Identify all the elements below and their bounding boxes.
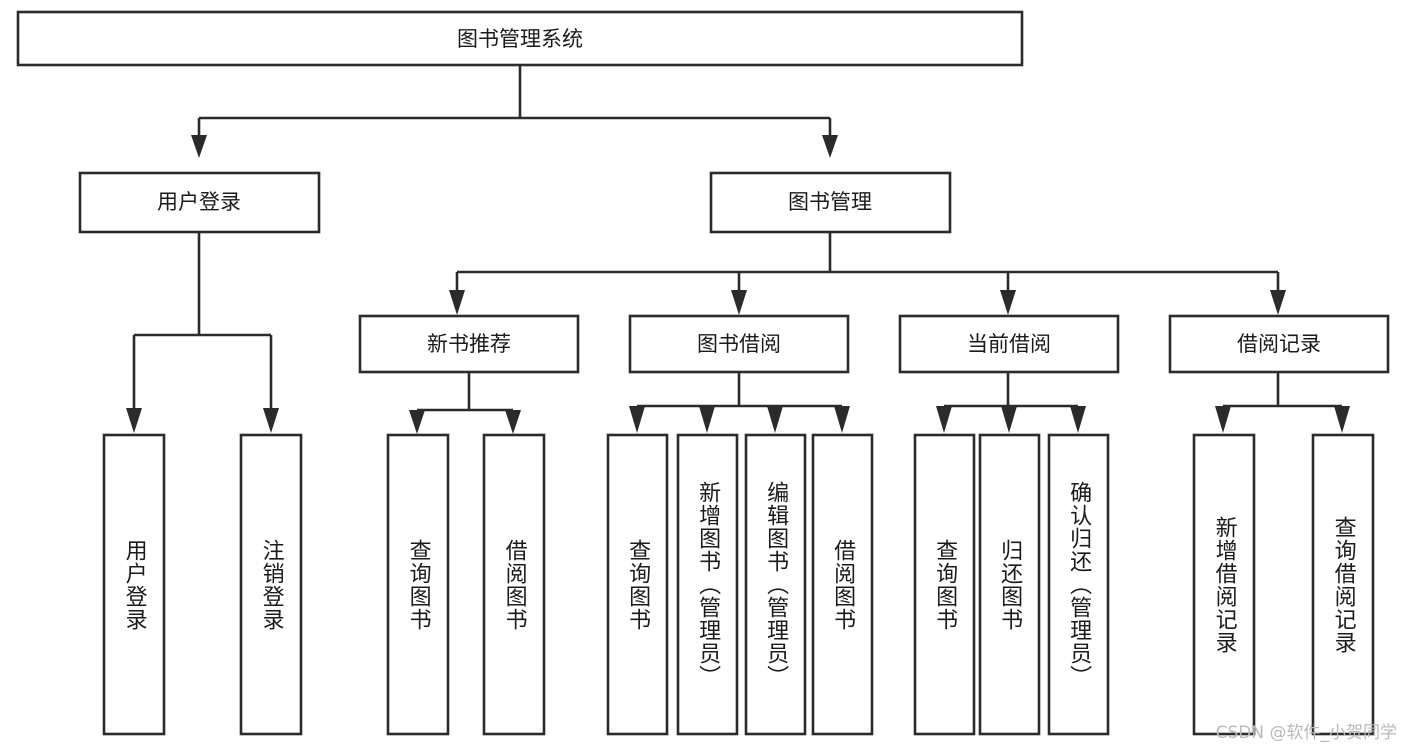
- node-new-book-recommend-label: 新书推荐: [427, 332, 511, 356]
- arrow-head-bookmgmt-borrow: [731, 290, 747, 315]
- arrow-head-borrow-leaf2: [699, 406, 715, 433]
- arrow-head-current-leaf3: [1070, 406, 1086, 433]
- leaf-box-confirm-return-admin[interactable]: [1047, 433, 1110, 736]
- leaf-box-add-book-admin[interactable]: [676, 433, 739, 736]
- connector-group-records: [1215, 372, 1350, 433]
- leaf-box-query-book-borrow[interactable]: [606, 433, 669, 736]
- node-book-borrow-label: 图书借阅: [697, 332, 781, 356]
- connector-group-newbook: [409, 372, 521, 434]
- leaf-box-query-book-current[interactable]: [913, 433, 976, 736]
- arrow-head-bookmgmt-newbook: [449, 290, 465, 315]
- arrow-head-root-to-login: [191, 135, 207, 158]
- arrow-head-login-leaf2: [263, 408, 279, 433]
- arrow-head-current-leaf2: [1001, 406, 1017, 433]
- node-current-borrow[interactable]: 当前借阅: [898, 314, 1120, 374]
- arrow-head-borrow-leaf1: [629, 406, 645, 433]
- arrow-head-newbook-leaf2: [505, 410, 521, 434]
- connector-group-current: [936, 372, 1086, 433]
- connector-group-login: [126, 232, 279, 433]
- arrow-head-bookmgmt-records: [1270, 290, 1286, 315]
- leaf-box-logout[interactable]: [239, 433, 303, 736]
- watermark-text: CSDN @软件_小贺同学: [1215, 723, 1397, 743]
- leaf-box-edit-book-admin[interactable]: [744, 433, 807, 736]
- node-book-borrow-box[interactable]: [628, 314, 850, 374]
- leaf-box-return-book[interactable]: [978, 433, 1041, 736]
- arrow-head-records-leaf1: [1215, 406, 1231, 433]
- arrow-head-current-leaf1: [936, 406, 952, 433]
- node-book-borrow[interactable]: 图书借阅: [628, 314, 850, 374]
- node-current-borrow-box[interactable]: [898, 314, 1120, 374]
- leaf-box-query-borrow-record[interactable]: [1311, 433, 1375, 736]
- node-user-login[interactable]: 用户登录: [78, 171, 321, 234]
- node-root-box[interactable]: [16, 10, 1024, 67]
- connector-group-root: [191, 65, 838, 158]
- arrow-head-login-leaf1: [126, 408, 142, 433]
- leaf-box-borrow-book-recommend[interactable]: [482, 433, 546, 736]
- arrow-head-newbook-leaf1: [409, 410, 425, 434]
- arrow-head-root-to-bookmgmt: [822, 135, 838, 158]
- arrow-head-bookmgmt-current: [1000, 290, 1016, 315]
- node-new-book-recommend-box[interactable]: [358, 314, 580, 374]
- node-current-borrow-label: 当前借阅: [967, 332, 1051, 356]
- arrow-head-records-leaf2: [1334, 406, 1350, 433]
- leaf-box-user-login[interactable]: [102, 433, 166, 736]
- leaf-box-query-book-recommend[interactable]: [386, 433, 450, 736]
- arrow-head-borrow-leaf4: [834, 406, 850, 433]
- node-book-management-box[interactable]: [709, 171, 952, 234]
- node-borrow-records[interactable]: 借阅记录: [1168, 314, 1390, 374]
- leaf-box-borrow-book[interactable]: [811, 433, 874, 736]
- connector-group-borrow: [629, 372, 850, 433]
- arrow-head-borrow-leaf3: [767, 406, 783, 433]
- node-user-login-box[interactable]: [78, 171, 321, 234]
- node-user-login-label: 用户登录: [157, 190, 241, 214]
- node-book-management[interactable]: 图书管理: [709, 171, 952, 234]
- leaf-box-add-borrow-record[interactable]: [1192, 433, 1256, 736]
- node-root-label: 图书管理系统: [457, 27, 583, 51]
- node-borrow-records-box[interactable]: [1168, 314, 1390, 374]
- node-borrow-records-label: 借阅记录: [1237, 332, 1321, 356]
- connector-group-bookmgmt: [449, 232, 1286, 315]
- node-new-book-recommend[interactable]: 新书推荐: [358, 314, 580, 374]
- node-root[interactable]: 图书管理系统: [16, 10, 1024, 67]
- node-book-management-label: 图书管理: [788, 190, 872, 214]
